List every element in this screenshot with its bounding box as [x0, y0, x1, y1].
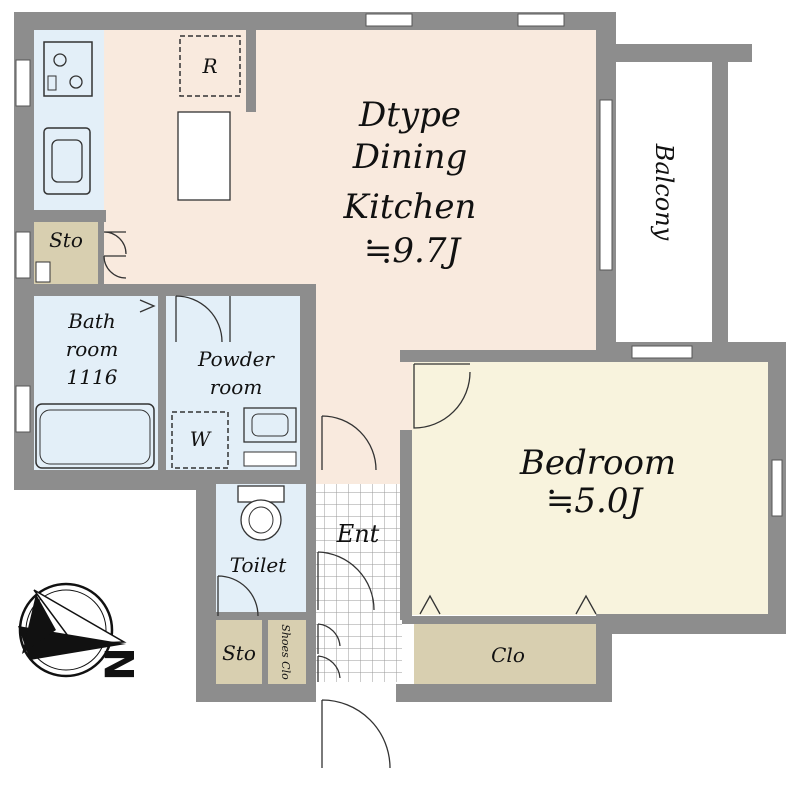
storage-hall-label: Sto: [222, 641, 256, 665]
dk-label-line2: Dining: [352, 137, 468, 177]
fridge-label: R: [201, 54, 217, 78]
kitchen-island: [177, 111, 231, 201]
entrance-label: Ent: [336, 520, 380, 548]
shoes-closet-floor: [268, 620, 308, 684]
stove-icon: [43, 41, 93, 97]
walls: [14, 12, 786, 702]
washbasin-icon: [243, 407, 297, 467]
entrance-floor: [316, 484, 402, 682]
bath-label-line1: Bath: [67, 309, 116, 333]
balcony-label: Balcony: [650, 143, 678, 241]
closet-floor: [414, 624, 600, 684]
toilet-icon: [237, 485, 285, 541]
compass-north-label: N: [98, 647, 144, 680]
bedroom-floor: [412, 362, 768, 615]
compass-rose-icon: [18, 582, 127, 678]
washer-label: W: [190, 427, 212, 451]
fridge-space: [179, 35, 241, 97]
windows: [15, 13, 783, 517]
hallway-floor: [316, 412, 402, 484]
sink-icon: [43, 127, 91, 195]
powder-label-line1: Powder: [197, 347, 275, 371]
bedroom-area: ≒5.0J: [546, 481, 645, 521]
storage-kitchen-label: Sto: [49, 228, 83, 252]
shoes-closet-label: Shoes Clo: [279, 624, 292, 680]
dk-area: ≒9.7J: [364, 231, 463, 271]
bedroom-label: Bedroom: [519, 443, 676, 483]
toilet-label: Toilet: [230, 553, 287, 577]
dk-label-line1: Dtype: [358, 95, 461, 135]
hall-storage-floor: [216, 620, 262, 684]
bath-label-line3: 1116: [67, 365, 118, 389]
dk-label-line3: Kitchen: [343, 187, 477, 227]
doors: [103, 231, 597, 769]
bath-label-line2: room: [66, 337, 119, 361]
bathtub-icon: [35, 403, 155, 469]
balcony-floor: [616, 62, 712, 342]
powder-label-line2: room: [210, 375, 263, 399]
washer-space: [171, 411, 229, 469]
closet-label: Clo: [491, 643, 525, 667]
